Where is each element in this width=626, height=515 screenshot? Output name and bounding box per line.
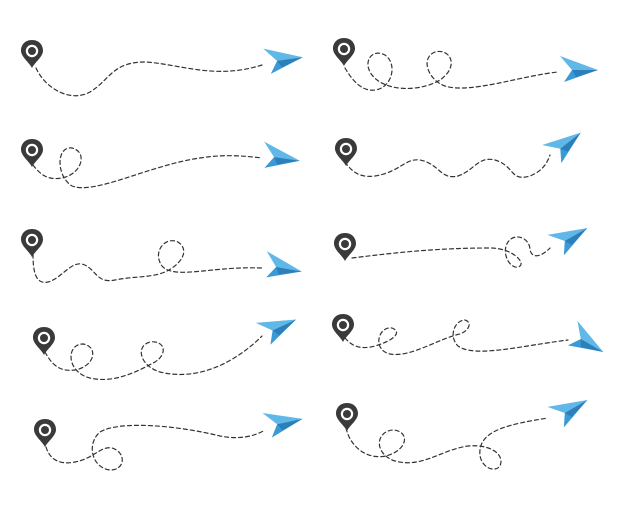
location-pin-icon	[336, 403, 358, 431]
location-pin-icon	[33, 327, 55, 355]
route-line	[345, 417, 549, 470]
route-line	[351, 236, 551, 268]
paper-plane-icon	[542, 121, 589, 166]
paper-plane-icon	[547, 387, 594, 430]
route-10	[336, 387, 594, 470]
route-line	[32, 240, 263, 283]
route-line	[44, 335, 263, 380]
route-2	[333, 38, 598, 91]
route-line	[344, 50, 559, 91]
route-5	[21, 229, 305, 284]
route-1	[21, 40, 305, 97]
route-9	[34, 405, 306, 471]
route-4	[335, 121, 589, 178]
route-line	[35, 61, 263, 97]
location-pin-icon	[21, 229, 43, 257]
route-line	[344, 319, 569, 356]
route-8	[332, 314, 611, 363]
location-pin-icon	[334, 233, 356, 261]
location-pin-icon	[34, 419, 56, 447]
location-pin-icon	[21, 40, 43, 68]
paper-plane-icon	[263, 43, 305, 75]
location-pin-icon	[335, 138, 357, 166]
location-pin-icon	[21, 139, 43, 167]
paper-plane-icon	[262, 405, 306, 439]
paper-plane-icon	[564, 320, 611, 363]
route-6	[334, 215, 594, 268]
paper-plane-icon	[262, 251, 305, 284]
route-line	[45, 424, 266, 471]
paper-plane-icon	[560, 56, 598, 82]
location-pin-icon	[333, 38, 355, 66]
route-line	[32, 147, 263, 189]
paper-plane-icon	[547, 215, 594, 258]
route-7	[33, 306, 302, 380]
route-line	[344, 154, 551, 178]
paper-plane-icon	[255, 306, 302, 347]
location-pin-icon	[332, 314, 354, 342]
route-3	[21, 139, 302, 189]
paper-plane-icon	[260, 141, 302, 173]
